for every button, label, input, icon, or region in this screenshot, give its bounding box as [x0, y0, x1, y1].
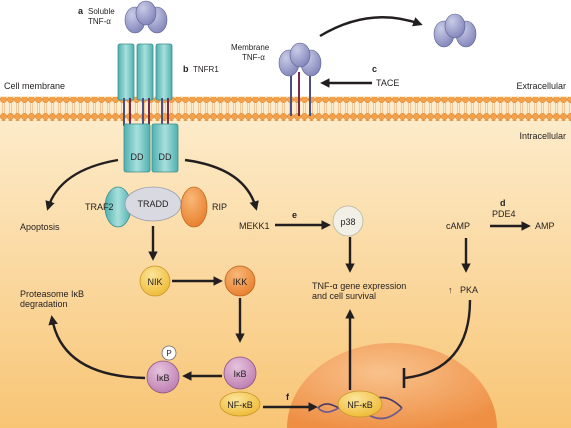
cytoplasm: [0, 96, 571, 428]
dd-right-label: DD: [159, 152, 172, 162]
released-tnf-trimer: [433, 13, 477, 48]
membrane-tnf-label-1: Membrane: [231, 43, 270, 52]
gene-expression-label-2: and cell survival: [312, 291, 376, 301]
ikb-nfkb-complex: [219, 356, 261, 417]
phosphate-p-node: [161, 345, 177, 361]
pka-up-arrow: ↑: [448, 285, 453, 295]
dd-left-label: DD: [131, 152, 144, 162]
cell-membrane: [0, 97, 571, 121]
ikk-label: IKK: [233, 277, 248, 287]
p38-label: p38: [340, 217, 355, 227]
nfkb-complex-label: NF-κB: [227, 400, 253, 410]
pka-label: PKA: [460, 285, 478, 295]
ikk-node: [224, 265, 256, 297]
soluble-tnf-trimer: [124, 0, 168, 34]
proteasome-label-2: degradation: [20, 299, 68, 309]
adaptor-complex: [104, 186, 208, 228]
phospho-ikb-node: [146, 360, 180, 394]
step-c-label: c: [372, 64, 377, 74]
ikb-complex-label: IκB: [233, 369, 246, 379]
dd-to-apoptosis-arrow: [45, 158, 119, 211]
nik-label: NIK: [147, 277, 162, 287]
tradd-label: TRADD: [138, 199, 169, 209]
extracellular-label: Extracellular: [516, 81, 566, 91]
cell-membrane-label: Cell membrane: [4, 81, 65, 91]
phosphate-p-label: P: [166, 349, 171, 358]
ikb-to-degradation-arrow: [48, 315, 146, 380]
release-arrow: [319, 16, 423, 38]
tnfr1-receptor: [117, 43, 179, 173]
rip-label: RIP: [212, 202, 227, 212]
step-a-label: a: [78, 6, 84, 16]
apoptosis-label: Apoptosis: [20, 222, 60, 232]
step-b-label: b: [183, 64, 189, 74]
phospho-ikb-label: IκB: [156, 373, 169, 383]
traf2-label: TRAF2: [85, 202, 114, 212]
amp-label: AMP: [535, 221, 555, 231]
membrane-tnf-label-2: TNF-α: [242, 53, 265, 62]
dd-to-mekk1-arrow: [184, 158, 259, 211]
intracellular-label: Intracellular: [519, 131, 566, 141]
tace-label: TACE: [376, 78, 399, 88]
gene-expression-label-1: TNF-α gene expression: [312, 281, 406, 291]
step-e-label: e: [292, 210, 297, 220]
soluble-tnf-label-2: TNF-α: [88, 17, 111, 26]
nik-node: [139, 265, 171, 297]
nuclear-nfkb-node: [337, 390, 383, 418]
soluble-tnf-label-1: Soluble: [88, 7, 115, 16]
p38-node: [332, 205, 364, 237]
tnfr1-label: TNFR1: [193, 65, 219, 74]
membrane-tnf-trimer: [278, 42, 322, 116]
proteasome-label-1: Proteasome IκB: [20, 289, 84, 299]
mekk1-label: MEKK1: [239, 221, 270, 231]
pde4-label: PDE4: [492, 209, 516, 219]
pka-inhibition-arc: [404, 299, 472, 380]
camp-label: cAMP: [446, 221, 470, 231]
nuclear-nfkb-label: NF-κB: [347, 400, 373, 410]
step-f-label: f: [286, 392, 290, 402]
step-d-label: d: [500, 198, 506, 208]
